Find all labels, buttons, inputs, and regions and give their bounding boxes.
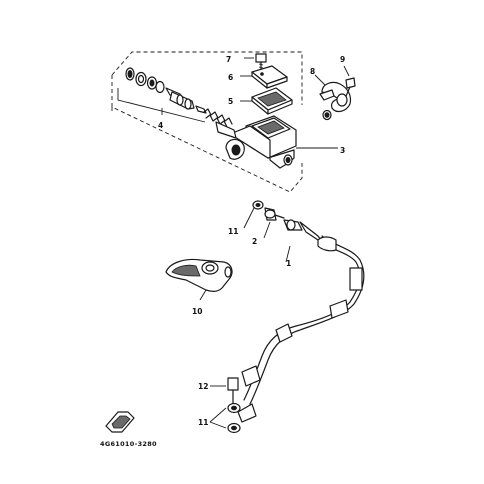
handlebar-holder — [314, 65, 356, 121]
hose-guide — [165, 258, 233, 301]
front-arrow-icon — [105, 411, 135, 433]
diaphragm — [240, 87, 293, 115]
callout-11-lower: 11 — [198, 418, 208, 427]
callout-4: 4 — [158, 121, 163, 130]
cap-screw — [244, 53, 267, 71]
callout-2: 2 — [252, 237, 257, 246]
callout-8: 8 — [310, 67, 315, 76]
callout-7: 7 — [226, 55, 231, 64]
master-cylinder-body — [215, 115, 338, 169]
callout-5: 5 — [228, 97, 233, 106]
reservoir-cap — [240, 65, 288, 89]
part-4-bracket — [117, 88, 206, 123]
union-bolt-lower — [209, 365, 261, 434]
brake-hose — [243, 219, 365, 405]
callout-6: 6 — [228, 73, 233, 82]
assembly-outline — [111, 51, 303, 193]
callout-9: 9 — [340, 55, 345, 64]
callout-3: 3 — [340, 146, 345, 155]
callout-11-upper: 11 — [228, 227, 238, 236]
callout-12: 12 — [198, 382, 208, 391]
callout-1: 1 — [286, 259, 291, 268]
piston-kit — [125, 67, 233, 128]
callout-10: 10 — [192, 307, 202, 316]
diagram-code: 4G61010-3280 — [100, 440, 157, 448]
union-bolt-upper — [243, 200, 285, 239]
